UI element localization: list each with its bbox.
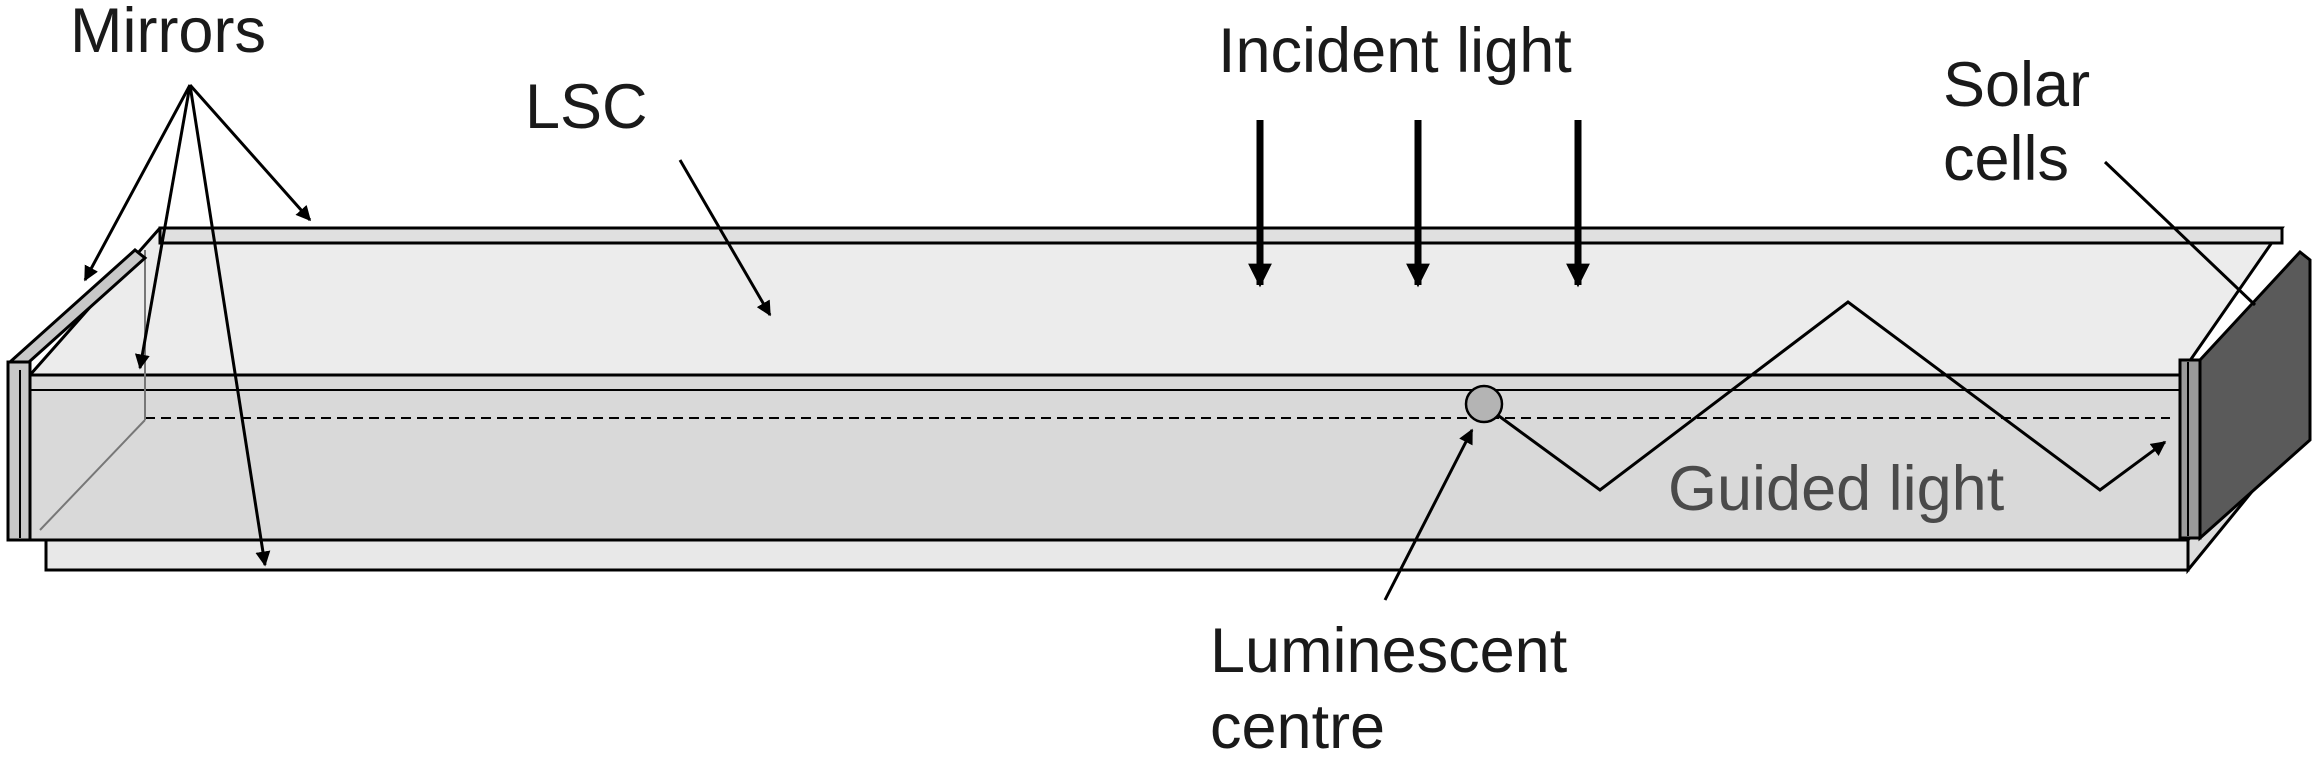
label-mirrors: Mirrors (70, 0, 266, 66)
slab-front-face (28, 373, 2182, 542)
guided-light-path (1487, 300, 2167, 492)
mirror-arrow-back (188, 84, 312, 222)
left-inner-diagonal (39, 419, 146, 531)
label-luminescent-line2: centre (1210, 692, 1385, 759)
mirror-arrows (83, 84, 312, 567)
label-guided-light: Guided light (1668, 454, 2005, 524)
mirror-arrow-left (83, 84, 192, 282)
left-mirror (6, 248, 148, 542)
label-incident-light: Incident light (1218, 16, 1572, 86)
label-solar-line2: cells (1943, 124, 2069, 194)
slab-bottom-strip (44, 538, 2190, 572)
solar-cell-front (2178, 358, 2202, 540)
label-solar-line1: Solar (1943, 50, 2090, 120)
lsc-arrow (678, 159, 772, 317)
label-luminescent-line1: Luminescent (1210, 616, 1568, 686)
incident-light-arrows (1248, 120, 1590, 288)
slab-back-edge (158, 226, 2284, 245)
luminescent-centre-dot (1464, 384, 1504, 424)
slab-top-face (26, 226, 2285, 377)
solar-cell (2178, 249, 2312, 542)
solar-cell-side (2198, 249, 2312, 542)
solar-cells-pointer (2103, 160, 2257, 307)
luminescent-arrow (1383, 428, 1474, 601)
mirror-arrow-inner (134, 84, 192, 370)
mirror-arrow-bottom (188, 84, 271, 567)
lsc-slab (26, 226, 2292, 575)
label-lsc: LSC (525, 72, 648, 142)
